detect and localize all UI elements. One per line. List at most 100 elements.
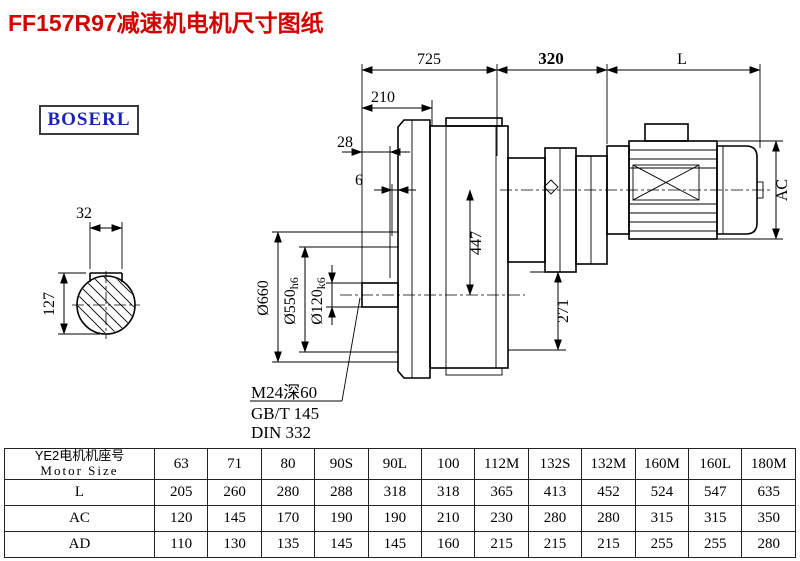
table-cell: 205 <box>153 479 209 506</box>
table-cell: 135 <box>260 531 316 558</box>
table-cell: 413 <box>527 479 583 506</box>
table-cell: 90S <box>314 448 369 480</box>
table-cell: 63 <box>153 448 209 480</box>
table-cell: 315 <box>634 505 690 532</box>
table-cell: 190 <box>367 505 423 532</box>
table-cell: 315 <box>688 505 743 532</box>
table-cell: 160L <box>688 448 743 480</box>
dim-127: 127 <box>41 272 100 335</box>
row-label: AC <box>4 505 155 532</box>
motor-size-header-cell: YE2电机机座号 Motor Size <box>4 448 155 480</box>
table-cell: 260 <box>207 479 262 506</box>
table-cell: 100 <box>421 448 476 480</box>
table-cell: 524 <box>634 479 690 506</box>
table-cell: 280 <box>260 479 316 506</box>
table-cell: 365 <box>474 479 529 506</box>
table-cell: 170 <box>260 505 316 532</box>
dim-label-L: L <box>677 51 687 68</box>
table-cell: 255 <box>634 531 690 558</box>
dim-label-dia550: Ø550h6 <box>282 277 301 325</box>
table-cell: 280 <box>741 531 796 558</box>
table-cell: 130 <box>207 531 262 558</box>
dim-label-6: 6 <box>355 172 363 189</box>
dim-L: L <box>606 51 761 74</box>
dim-32: 32 <box>76 205 123 269</box>
thread-note: M24深60 GB/T 145 DIN 332 <box>250 297 361 442</box>
dim-label-447: 447 <box>468 231 485 255</box>
table-cell: 288 <box>314 479 369 506</box>
gearbox-main-view <box>340 117 772 379</box>
table-cell: 230 <box>474 505 529 532</box>
table-cell: 190 <box>314 505 369 532</box>
dim-label-dia660: Ø660 <box>255 280 272 316</box>
table-cell: 120 <box>153 505 209 532</box>
table-cell: 255 <box>688 531 743 558</box>
table-cell: 547 <box>688 479 743 506</box>
table-row-L: L 205 260 280 288 318 318 365 413 452 52… <box>4 479 796 506</box>
table-row-AC: AC 120 145 170 190 190 210 230 280 280 3… <box>4 505 796 532</box>
table-cell: 215 <box>527 531 583 558</box>
note-din: DIN 332 <box>251 423 311 442</box>
dim-dia550: Ø550h6 <box>282 246 398 353</box>
dim-label-AC: AC <box>774 179 791 201</box>
motor-size-label-cn: YE2电机机座号 <box>34 448 125 464</box>
technical-drawing: 725 320 L 210 28 6 A <box>41 49 791 442</box>
dimension-table: YE2电机机座号 Motor Size 63 71 80 90S 90L 100… <box>4 448 796 558</box>
shaft-end-view <box>72 271 140 339</box>
table-cell: 160 <box>421 531 476 558</box>
dim-label-725: 725 <box>417 51 441 68</box>
dim-dia660: Ø660 <box>255 231 398 363</box>
table-cell: 318 <box>421 479 476 506</box>
table-cell: 112M <box>474 448 529 480</box>
dim-725: 725 <box>361 51 498 74</box>
table-cell: 280 <box>527 505 583 532</box>
dim-447: 447 <box>466 189 485 296</box>
table-cell: 145 <box>367 531 423 558</box>
table-cell: 80 <box>260 448 316 480</box>
dim-label-210: 210 <box>371 89 395 106</box>
row-label: L <box>4 479 155 506</box>
page-title: FF157R97减速机电机尺寸图纸 <box>8 10 324 36</box>
table-cell: 350 <box>741 505 796 532</box>
table-cell: 160M <box>634 448 690 480</box>
dim-label-320: 320 <box>538 49 564 68</box>
dimension-table-wrap: YE2电机机座号 Motor Size 63 71 80 90S 90L 100… <box>4 448 796 558</box>
table-cell: 90L <box>367 448 423 480</box>
table-cell: 71 <box>207 448 262 480</box>
table-cell: 210 <box>421 505 476 532</box>
table-cell: 215 <box>581 531 636 558</box>
table-cell: 132S <box>527 448 583 480</box>
dim-dia120: Ø120k6 <box>309 265 362 325</box>
table-cell: 635 <box>741 479 796 506</box>
note-gb: GB/T 145 <box>251 404 319 423</box>
table-cell: 318 <box>367 479 423 506</box>
dim-label-32: 32 <box>76 205 92 222</box>
dim-AC: AC <box>718 140 791 240</box>
motor-size-label-en: Motor Size <box>40 463 119 478</box>
dim-271: 271 <box>508 271 572 351</box>
dim-label-dia120: Ø120k6 <box>309 277 328 325</box>
brand-text: BOSERL <box>47 109 131 130</box>
row-label: AD <box>4 531 155 558</box>
table-cell: 145 <box>207 505 262 532</box>
dim-label-28: 28 <box>337 134 353 151</box>
dim-6: 6 <box>355 172 416 194</box>
table-cell: 280 <box>581 505 636 532</box>
table-cell: 215 <box>474 531 529 558</box>
table-cell: 145 <box>314 531 369 558</box>
table-cell: 132M <box>581 448 636 480</box>
dim-28: 28 <box>337 134 410 156</box>
dim-label-127: 127 <box>41 292 58 316</box>
note-thread: M24深60 <box>251 383 317 402</box>
table-cell: 452 <box>581 479 636 506</box>
table-cell: 110 <box>153 531 209 558</box>
dim-label-271: 271 <box>555 299 572 323</box>
motor-side-view <box>606 123 764 240</box>
dim-210: 210 <box>361 89 433 112</box>
dim-320: 320 <box>496 49 608 74</box>
brand-logo: BOSERL <box>39 105 139 135</box>
table-header-row: YE2电机机座号 Motor Size 63 71 80 90S 90L 100… <box>4 448 796 480</box>
table-cell: 180M <box>741 448 796 480</box>
table-row-AD: AD 110 130 135 145 145 160 215 215 215 2… <box>4 531 796 558</box>
